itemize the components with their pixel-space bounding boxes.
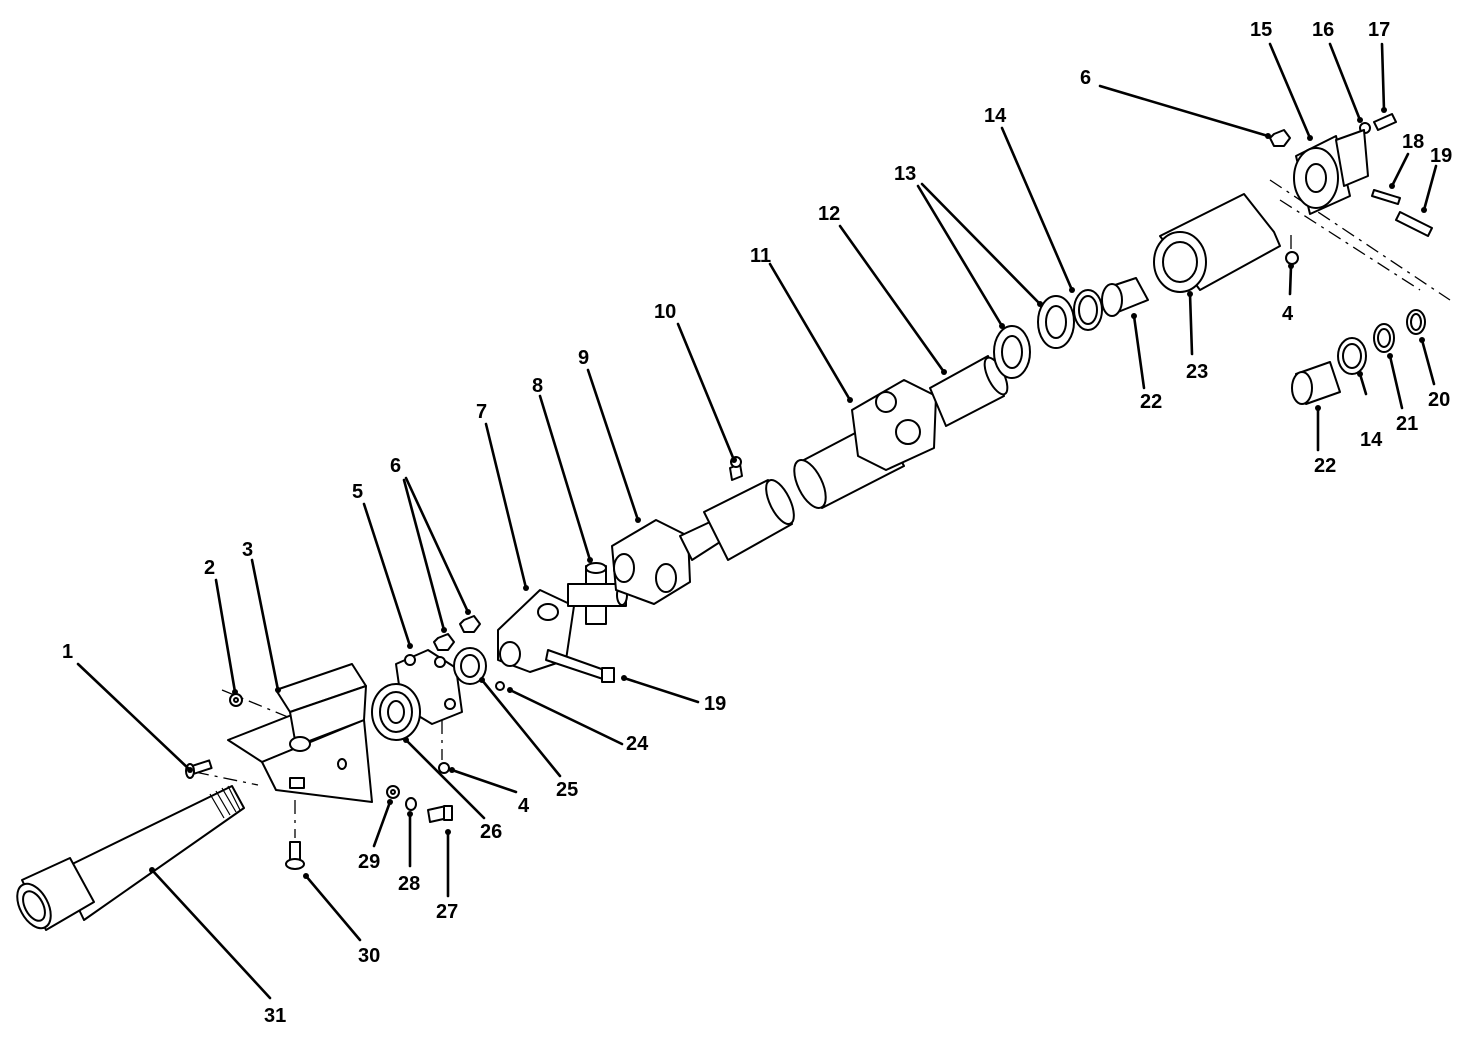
callout-4a: 4 (518, 795, 530, 817)
cross-spider-part-8 (567, 562, 628, 625)
callout-28: 28 (398, 873, 420, 895)
leader-17 (1380, 42, 1387, 113)
leader-22b (1315, 405, 1321, 452)
callout-24: 24 (626, 733, 649, 755)
callout-2: 2 (204, 557, 215, 579)
housing-tube-part-23 (1153, 193, 1281, 293)
callout-7: 7 (476, 401, 487, 423)
leader-10 (676, 322, 737, 463)
leader-lines (76, 42, 1438, 1000)
leader-4b (1288, 263, 1294, 296)
callout-14b: 14 (1360, 429, 1383, 451)
callout-10: 10 (654, 301, 676, 323)
callout-4b: 4 (1282, 303, 1294, 325)
callout-25: 25 (556, 779, 578, 801)
callout-17: 17 (1368, 19, 1390, 41)
leader-13-1 (916, 184, 1005, 329)
shaft-part-12 (929, 355, 1009, 427)
assembly-axis-lines (194, 179, 1451, 838)
callout-19a: 19 (1430, 145, 1452, 167)
leader-18 (1389, 152, 1410, 189)
callout-14a: 14 (984, 105, 1007, 127)
callout-22a: 22 (1140, 391, 1162, 413)
leader-8 (538, 394, 593, 563)
leader-3 (250, 558, 281, 693)
leader-4a (449, 767, 518, 794)
leader-27 (445, 829, 451, 898)
leader-6a-2 (402, 478, 447, 633)
callout-6a: 6 (390, 455, 401, 477)
washer-part-14 (1073, 289, 1367, 375)
callout-23: 23 (1186, 361, 1208, 383)
callout-19b: 19 (704, 693, 726, 715)
grease-fitting-part-10 (729, 456, 743, 481)
bushing-part-22 (1101, 277, 1341, 405)
leader-14b (1357, 371, 1368, 396)
callout-labels: 1 2 3 4 4 5 6 6 7 8 9 10 11 12 13 14 14 … (62, 19, 1452, 1027)
leader-5 (362, 502, 413, 649)
callout-8: 8 (532, 375, 543, 397)
leader-21 (1387, 353, 1404, 410)
leader-16 (1328, 42, 1363, 123)
callout-30: 30 (358, 945, 380, 967)
callout-29: 29 (358, 851, 380, 873)
leader-19a (1421, 164, 1438, 213)
leader-20 (1419, 337, 1436, 386)
callout-12: 12 (818, 203, 840, 225)
leader-12 (838, 224, 947, 375)
callout-18: 18 (1402, 131, 1424, 153)
callout-22b: 22 (1314, 455, 1336, 477)
leader-31 (149, 867, 272, 1000)
callout-15: 15 (1250, 19, 1272, 41)
mounting-bracket-part-3 (227, 663, 373, 803)
tube-ujoint-part-11 (793, 379, 937, 509)
callout-9: 9 (578, 347, 589, 369)
leader-30 (303, 873, 362, 942)
yoke-shaft-part-9 (611, 478, 795, 605)
leader-26 (403, 737, 486, 820)
leader-25 (479, 677, 562, 778)
flange-hub-part-15 (1293, 129, 1369, 215)
parts-illustration (16, 113, 1451, 931)
leader-28 (407, 811, 413, 868)
seals-part-13 (993, 295, 1075, 379)
leader-6b (1098, 84, 1271, 139)
leader-2 (214, 578, 238, 695)
callout-11: 11 (750, 245, 771, 267)
leader-11 (768, 262, 853, 403)
leader-23 (1187, 291, 1194, 356)
callout-5: 5 (352, 481, 363, 503)
leader-19b (621, 675, 700, 704)
callout-1: 1 (62, 641, 73, 663)
callout-16: 16 (1312, 19, 1334, 41)
leader-13-2 (920, 182, 1043, 307)
leader-24 (507, 687, 624, 746)
callout-27: 27 (436, 901, 458, 923)
leader-1 (76, 662, 193, 773)
collar-part-25 (453, 647, 487, 685)
leader-15 (1268, 42, 1313, 141)
bearing-part-26 (371, 683, 421, 741)
callout-31: 31 (264, 1005, 286, 1027)
leader-29 (372, 799, 393, 848)
leader-14a (1000, 126, 1075, 293)
callout-3: 3 (242, 539, 253, 561)
leader-6a-1 (404, 476, 471, 615)
callout-21: 21 (1396, 413, 1418, 435)
leader-9 (586, 368, 641, 523)
steering-shaft-part-31 (16, 785, 245, 931)
snap-rings-part-20-21 (1373, 309, 1426, 353)
leader-22a (1131, 313, 1146, 390)
callout-26: 26 (480, 821, 502, 843)
callout-20: 20 (1428, 389, 1450, 411)
callout-6b: 6 (1080, 67, 1091, 89)
yoke-part-7 (497, 589, 615, 683)
callout-13: 13 (894, 163, 916, 185)
leader-7 (484, 422, 529, 591)
